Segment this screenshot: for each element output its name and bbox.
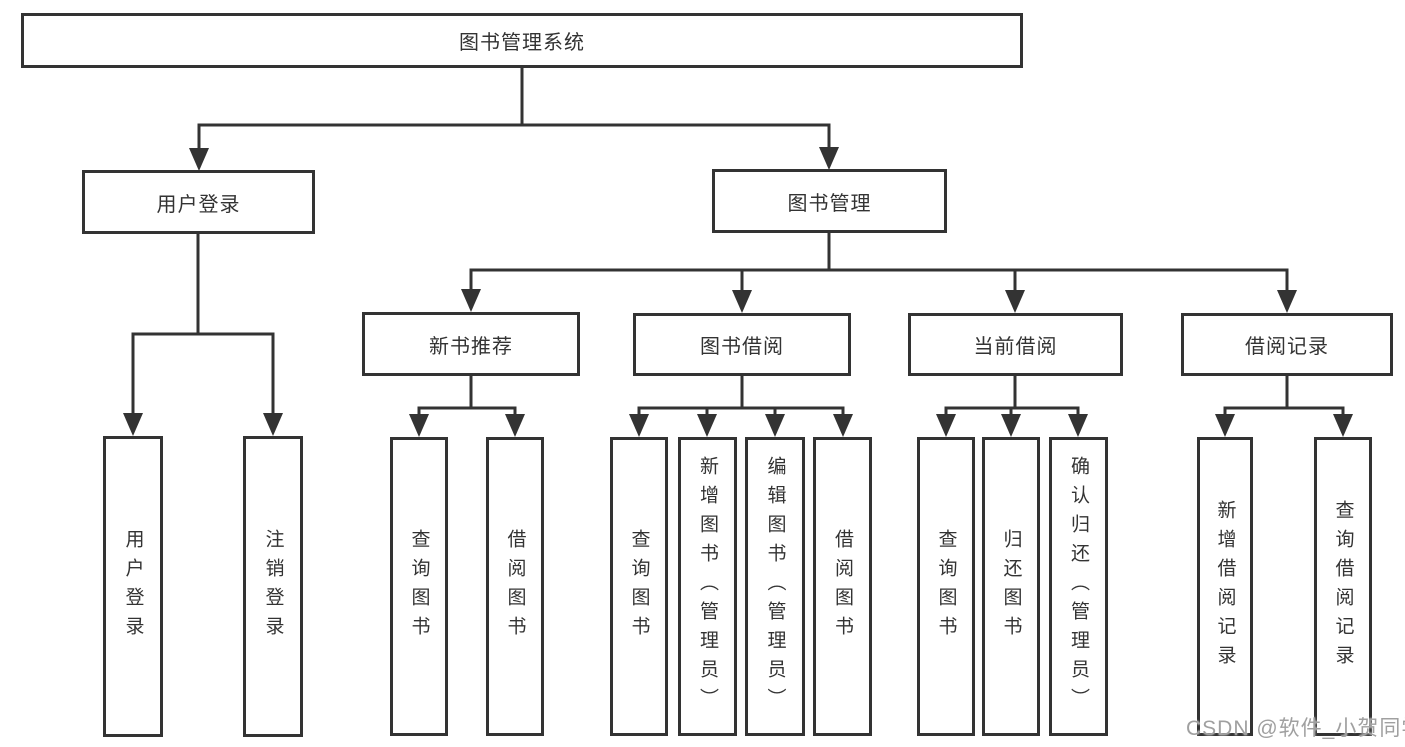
node-book-borrow: 图书借阅 [633, 313, 851, 376]
leaf-edit-books-admin: 编辑图书（管理员） [745, 437, 805, 736]
node-current-borrow: 当前借阅 [908, 313, 1123, 376]
arrow-down-icons [123, 147, 1353, 437]
leaf-query-books-3: 查询图书 [917, 437, 975, 736]
leaf-query-books-2: 查询图书 [610, 437, 668, 736]
csdn-watermark: CSDN @软件_小贺同学 [1186, 717, 1405, 740]
node-borrow-records: 借阅记录 [1181, 313, 1393, 376]
leaf-borrow-books-1: 借阅图书 [486, 437, 544, 736]
leaf-user-login: 用户登录 [103, 436, 163, 737]
leaf-query-books-1: 查询图书 [390, 437, 448, 736]
leaf-query-borrow-record: 查询借阅记录 [1314, 437, 1372, 736]
leaf-confirm-return-admin: 确认归还（管理员） [1049, 437, 1108, 736]
leaf-add-borrow-record: 新增借阅记录 [1197, 437, 1253, 736]
node-new-book-recommend: 新书推荐 [362, 312, 580, 376]
leaf-add-books-admin: 新增图书（管理员） [678, 437, 737, 736]
node-user-login: 用户登录 [82, 170, 315, 234]
leaf-borrow-books-2: 借阅图书 [813, 437, 872, 736]
node-root-system: 图书管理系统 [21, 13, 1023, 68]
node-book-management: 图书管理 [712, 169, 947, 233]
leaf-return-books: 归还图书 [982, 437, 1040, 736]
leaf-logout: 注销登录 [243, 436, 303, 737]
